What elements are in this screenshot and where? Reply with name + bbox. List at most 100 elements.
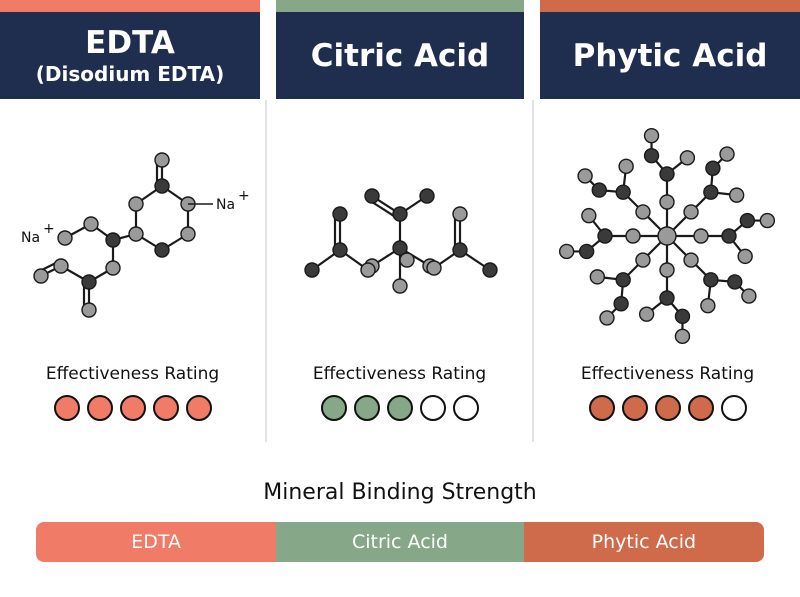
edta-rating-dots xyxy=(5,395,260,421)
atom xyxy=(659,166,675,182)
atom xyxy=(705,160,721,176)
atom xyxy=(615,184,631,200)
atom xyxy=(625,228,641,244)
atom xyxy=(700,297,716,314)
atom xyxy=(392,206,408,222)
atom xyxy=(643,147,660,164)
sodium-charge: + xyxy=(43,221,55,237)
atom xyxy=(332,206,348,222)
atom xyxy=(721,228,737,244)
phytic-header: Phytic Acid xyxy=(540,12,800,99)
atom xyxy=(683,204,699,220)
rating-dot-filled xyxy=(185,395,212,421)
atom xyxy=(392,240,408,256)
citric-rating-label: Effectiveness Rating xyxy=(312,364,487,384)
sodium-ion-label: Na xyxy=(216,197,235,213)
atom xyxy=(683,252,699,268)
atom xyxy=(635,252,651,268)
phytic-title: Phytic Acid xyxy=(572,37,768,74)
atom xyxy=(615,272,631,288)
atom xyxy=(693,228,709,244)
atom xyxy=(638,306,655,322)
binding-strength-title: Mineral Binding Strength xyxy=(263,480,537,505)
rating-dot-empty xyxy=(419,395,446,421)
atom xyxy=(154,152,170,168)
atom xyxy=(674,308,691,325)
citric-accent-bar xyxy=(276,0,524,12)
column-divider xyxy=(265,100,267,442)
rating-dot-filled xyxy=(386,395,413,421)
phytic-accent-bar xyxy=(540,0,800,12)
atom xyxy=(613,296,629,312)
rating-dot-filled xyxy=(119,395,146,421)
atom xyxy=(643,127,660,144)
strength-segment: Phytic Acid xyxy=(523,522,764,562)
citric-molecule xyxy=(304,188,498,294)
atom xyxy=(703,272,719,288)
atom xyxy=(599,310,615,326)
rating-dot-filled xyxy=(654,395,681,421)
atom xyxy=(399,252,415,268)
atom xyxy=(674,328,691,345)
atom xyxy=(105,260,121,276)
atom xyxy=(657,226,677,246)
atom xyxy=(727,274,743,290)
atom xyxy=(419,188,435,204)
edta-title: EDTA xyxy=(85,24,175,61)
edta-rating-label: Effectiveness Rating xyxy=(45,364,220,384)
strength-segment: Citric Acid xyxy=(276,522,524,562)
atom xyxy=(659,194,675,210)
rating-dot-empty xyxy=(452,395,479,421)
atom xyxy=(83,216,99,232)
atom xyxy=(703,184,719,200)
edta-accent-bar xyxy=(0,0,260,12)
phytic-molecule xyxy=(558,127,776,345)
phytic-rating-label: Effectiveness Rating xyxy=(580,364,755,384)
atom xyxy=(635,204,651,220)
atom xyxy=(659,262,675,278)
atom xyxy=(332,242,348,258)
atom xyxy=(452,242,468,258)
atom xyxy=(304,262,320,278)
sodium-charge: + xyxy=(238,188,250,204)
strength-segment: EDTA xyxy=(36,522,277,562)
atom xyxy=(180,226,196,242)
atom xyxy=(482,262,498,278)
rating-dot-filled xyxy=(53,395,80,421)
atom xyxy=(679,150,696,166)
atom xyxy=(618,158,634,175)
citric-title: Citric Acid xyxy=(310,37,490,74)
rating-dot-filled xyxy=(320,395,347,421)
rating-dot-filled xyxy=(621,395,648,421)
phytic-rating-dots xyxy=(540,395,795,421)
atom xyxy=(128,196,144,212)
atom xyxy=(105,232,121,248)
atom xyxy=(558,243,575,260)
edta-molecule: Na+Na+ xyxy=(21,152,250,318)
rating-dot-filled xyxy=(152,395,179,421)
atom xyxy=(81,302,97,318)
atom xyxy=(728,187,745,203)
rating-dot-filled xyxy=(353,395,380,421)
atom xyxy=(578,243,595,260)
atom xyxy=(659,290,675,306)
edta-subtitle: (Disodium EDTA) xyxy=(35,61,225,86)
atom xyxy=(57,230,73,246)
rating-dot-filled xyxy=(687,395,714,421)
rating-dot-empty xyxy=(720,395,747,421)
edta-header: EDTA (Disodium EDTA) xyxy=(0,12,260,99)
atom xyxy=(581,207,597,224)
atom xyxy=(737,248,753,265)
sodium-ion-label: Na xyxy=(21,230,40,246)
atom xyxy=(53,258,69,274)
atom xyxy=(452,206,468,222)
atom xyxy=(597,228,613,244)
citric-rating-dots xyxy=(272,395,527,421)
atom xyxy=(364,188,380,204)
atom xyxy=(154,178,170,194)
atom xyxy=(741,288,757,304)
atom xyxy=(360,262,376,278)
atom xyxy=(154,242,170,258)
atom xyxy=(392,278,408,294)
atom xyxy=(719,146,735,162)
